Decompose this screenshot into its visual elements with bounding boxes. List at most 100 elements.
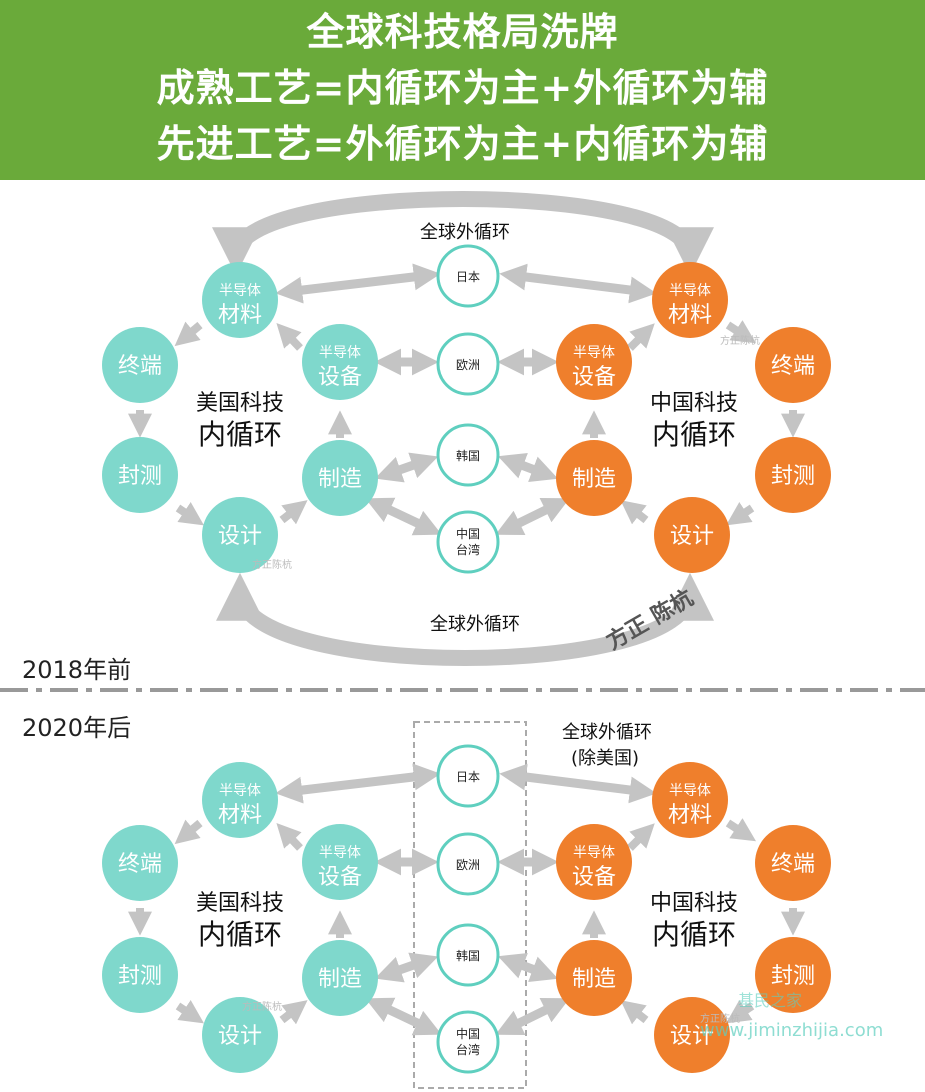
svg-text:制造: 制造 [572, 967, 616, 992]
us-node-test-2020: 封测 [102, 937, 178, 1013]
region-japan: 日本 [436, 244, 500, 308]
us-node-equipment: 半导体 设备 [302, 324, 378, 400]
svg-text:设计: 设计 [670, 1024, 714, 1049]
cn-node-design: 设计 [654, 497, 730, 573]
svg-text:制造: 制造 [572, 467, 616, 492]
site-watermark-cn: 基民之家 [738, 991, 802, 1010]
us-node-manufacture-2020: 制造 [302, 940, 378, 1016]
svg-text:终端: 终端 [771, 852, 815, 877]
cn-node-design-2020: 设计 [654, 997, 730, 1073]
svg-text:日本: 日本 [456, 770, 480, 784]
svg-text:日本: 日本 [456, 270, 480, 284]
us-inner-loop-label-1-2020: 美国科技 [196, 891, 284, 916]
svg-text:制造: 制造 [318, 967, 362, 992]
cn-node-equipment: 半导体 设备 [556, 324, 632, 400]
us-inner-loop-label-2: 内循环 [198, 418, 282, 451]
cn-inner-loop-label-1-2020: 中国科技 [650, 891, 738, 916]
svg-text:设计: 设计 [218, 1024, 262, 1049]
global-loop-label-2020-1: 全球外循环 [562, 722, 652, 743]
panel-2018: 半导体 材料 终端 半导体 设备 封测 制造 设计 美国科技 内循环 半 [102, 191, 831, 666]
svg-text:封测: 封测 [771, 964, 815, 989]
svg-text:台湾: 台湾 [456, 1042, 480, 1057]
region-europe-2020: 欧洲 [436, 832, 500, 896]
period-label-2020: 2020年后 [22, 714, 132, 742]
cn-node-terminal: 终端 [755, 327, 831, 403]
cn-inner-loop-label-2: 内循环 [652, 418, 736, 451]
us-node-terminal-2020: 终端 [102, 825, 178, 901]
cn-inner-loop-label-1: 中国科技 [650, 391, 738, 416]
svg-text:半导体: 半导体 [669, 783, 711, 799]
svg-text:韩国: 韩国 [456, 448, 480, 463]
cn-inner-loop-label-2-2020: 内循环 [652, 918, 736, 951]
cn-node-manufacture: 制造 [556, 440, 632, 516]
us-node-material-2020: 半导体 材料 [202, 762, 278, 838]
region-japan-2020: 日本 [436, 744, 500, 808]
panel-2020: 半导体 材料 终端 半导体 设备 封测 制造 设计 美国科技 内循环 半导体 [102, 721, 883, 1089]
svg-text:制造: 制造 [318, 467, 362, 492]
svg-text:半导体: 半导体 [319, 345, 361, 361]
svg-text:封测: 封测 [118, 464, 162, 489]
global-loop-label-bottom: 全球外循环 [430, 614, 520, 635]
svg-text:欧洲: 欧洲 [456, 358, 480, 372]
cn-node-material: 半导体 材料 [652, 262, 728, 338]
svg-text:封测: 封测 [118, 964, 162, 989]
svg-text:设备: 设备 [572, 365, 616, 390]
svg-text:设计: 设计 [670, 524, 714, 549]
dashed-box-regions [413, 721, 527, 1089]
svg-text:半导体: 半导体 [573, 845, 615, 861]
us-inner-loop-label-1: 美国科技 [196, 391, 284, 416]
us-node-test: 封测 [102, 437, 178, 513]
us-node-equipment-2020: 半导体 设备 [302, 824, 378, 900]
region-europe: 欧洲 [436, 332, 500, 396]
region-taiwan: 中国 台湾 [436, 510, 500, 574]
svg-text:半导体: 半导体 [573, 345, 615, 361]
svg-text:半导体: 半导体 [319, 845, 361, 861]
svg-text:中国: 中国 [456, 526, 480, 541]
cn-node-material-2020: 半导体 材料 [652, 762, 728, 838]
us-node-design-2020: 设计 [202, 997, 278, 1073]
us-inner-loop-label-2-2020: 内循环 [198, 918, 282, 951]
region-taiwan-2020: 中国 台湾 [436, 1010, 500, 1074]
title-banner: 全球科技格局洗牌 成熟工艺=内循环为主+外循环为辅 先进工艺=外循环为主+内循环… [0, 0, 925, 180]
svg-text:半导体: 半导体 [219, 783, 261, 799]
svg-text:欧洲: 欧洲 [456, 858, 480, 872]
svg-text:中国: 中国 [456, 1026, 480, 1041]
cn-node-manufacture-2020: 制造 [556, 940, 632, 1016]
svg-text:终端: 终端 [771, 354, 815, 379]
global-loop-label-top: 全球外循环 [420, 222, 510, 243]
svg-text:半导体: 半导体 [219, 283, 261, 299]
global-loop-label-2020-2: (除美国) [571, 748, 639, 769]
site-watermark-url: www.jiminzhijia.com [700, 1020, 883, 1041]
title-line-1: 全球科技格局洗牌 [306, 10, 619, 54]
svg-text:封测: 封测 [771, 464, 815, 489]
us-node-design: 设计 [202, 497, 278, 573]
watermark-small-2020-b: 方正陈杭 [700, 1012, 740, 1025]
title-line-3: 先进工艺=外循环为主+内循环为辅 [156, 122, 769, 166]
svg-text:设计: 设计 [218, 524, 262, 549]
svg-text:材料: 材料 [668, 303, 712, 328]
svg-text:设备: 设备 [318, 865, 362, 890]
svg-text:设备: 设备 [572, 865, 616, 890]
svg-text:台湾: 台湾 [456, 542, 480, 557]
region-korea-2020: 韩国 [436, 923, 500, 987]
cn-node-equipment-2020: 半导体 设备 [556, 824, 632, 900]
cn-node-terminal-2020: 终端 [755, 825, 831, 901]
watermark-small-2020-a: 方正陈杭 [242, 1000, 282, 1013]
svg-text:终端: 终端 [118, 852, 162, 877]
global-loop-bottom-arrow [216, 572, 714, 666]
svg-text:材料: 材料 [668, 803, 712, 828]
svg-text:材料: 材料 [218, 303, 262, 328]
title-line-2: 成熟工艺=内循环为主+外循环为辅 [156, 66, 769, 110]
watermark-small-2018-b: 方正陈杭 [252, 558, 292, 571]
cn-node-test: 封测 [755, 437, 831, 513]
svg-text:终端: 终端 [118, 354, 162, 379]
us-node-manufacture: 制造 [302, 440, 378, 516]
svg-text:半导体: 半导体 [669, 283, 711, 299]
us-node-terminal: 终端 [102, 327, 178, 403]
svg-text:设备: 设备 [318, 365, 362, 390]
svg-text:材料: 材料 [218, 803, 262, 828]
global-loop-top-arrow [212, 191, 714, 276]
circulation-diagram: 半导体 材料 终端 半导体 设备 封测 制造 设计 美国科技 内循环 半 [0, 191, 925, 1089]
us-node-material: 半导体 材料 [202, 262, 278, 338]
svg-text:韩国: 韩国 [456, 948, 480, 963]
